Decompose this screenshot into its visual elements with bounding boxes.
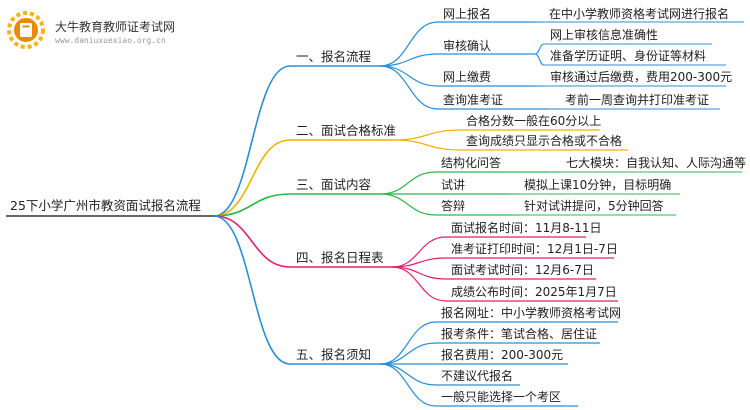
node-label: 查询准考证 (443, 93, 504, 107)
node-label: 准考证打印时间：12月1日-7日 (451, 242, 618, 256)
node-label: 报名费用：200-300元 (441, 348, 564, 362)
leaf-connector (534, 53, 545, 66)
node-connector (379, 363, 437, 386)
node-label: 结构化问答 (441, 156, 502, 170)
node-label: 查询成绩只显示合格或不合格 (466, 134, 623, 148)
logo: 大牛教育教师证考试网 www.daniuxuexiao.org.cn (6, 10, 196, 50)
branch-connector (213, 193, 291, 217)
node-label: 不建议代报名 (441, 369, 514, 383)
node-connector (379, 193, 437, 216)
branch-connector (213, 65, 291, 217)
leaf-label: 网上审核信息准确性 (550, 28, 659, 42)
branch-connector (213, 139, 291, 217)
node-connector (379, 321, 437, 365)
leaf-label: 七大模块：自我认知、人际沟通等 (566, 156, 747, 170)
branch-label: 四、报名日程表 (296, 250, 384, 265)
mindmap-edges (6, 21, 744, 407)
branch-label: 三、面试内容 (296, 177, 372, 192)
node-label: 面试报名时间：11月8-11日 (451, 221, 602, 235)
node-connector (379, 65, 439, 87)
node-connector (379, 171, 437, 195)
logo-url: www.daniuxuexiao.org.cn (55, 36, 166, 45)
root-label: 25下小学广州市教资面试报名流程 (10, 198, 201, 213)
branch-connector (213, 215, 291, 365)
node-label: 答辩 (441, 199, 466, 213)
node-label: 成绩公布时间：2025年1月7日 (451, 285, 617, 299)
node-label: 合格分数一般在60分以上 (466, 114, 602, 128)
leaf-label: 准备学历证明、身份证等材料 (550, 49, 707, 63)
node-label: 报名网址：中小学教师资格考试网 (441, 306, 622, 320)
node-label: 报考条件：笔试合格、居住证 (441, 327, 598, 341)
logo-ring (7, 11, 45, 49)
node-connector (379, 21, 439, 67)
node-label: 试讲 (441, 178, 466, 192)
node-connector (393, 139, 461, 151)
logo-title: 大牛教育教师证考试网 (55, 20, 176, 34)
node-label: 面试考试时间：12月6-7日 (451, 263, 594, 277)
leaf-label: 模拟上课10分钟，目标明确 (524, 178, 672, 192)
logo-book-icon (7, 11, 45, 49)
logo-book (20, 23, 32, 37)
node-connector (379, 65, 439, 110)
branch-connector (213, 215, 291, 268)
node-connector (379, 342, 437, 365)
leaf-label: 针对试讲提问，5分钟回答 (524, 199, 664, 213)
node-label: 网上缴费 (443, 70, 492, 84)
leaf-label: 考前一周查询并打印准考证 (565, 93, 710, 107)
logo-book-line (22, 25, 30, 28)
branch-label: 一、报名流程 (296, 49, 372, 64)
node-label: 网上报名 (443, 7, 492, 21)
node-connector (379, 363, 437, 407)
node-label: 审核确认 (443, 39, 492, 53)
branch-label: 二、面试合格标准 (296, 123, 397, 138)
leaf-label: 审核通过后缴费，费用200-300元 (550, 70, 733, 84)
branch-label: 五、报名须知 (296, 347, 372, 362)
leaf-label: 在中小学教师资格考试网进行报名 (549, 7, 730, 21)
node-connector (393, 129, 461, 141)
node-connector (379, 53, 439, 67)
leaf-connector (534, 43, 545, 55)
node-label: 一般只能选择一个考区 (441, 390, 562, 404)
node-connector (391, 266, 447, 302)
